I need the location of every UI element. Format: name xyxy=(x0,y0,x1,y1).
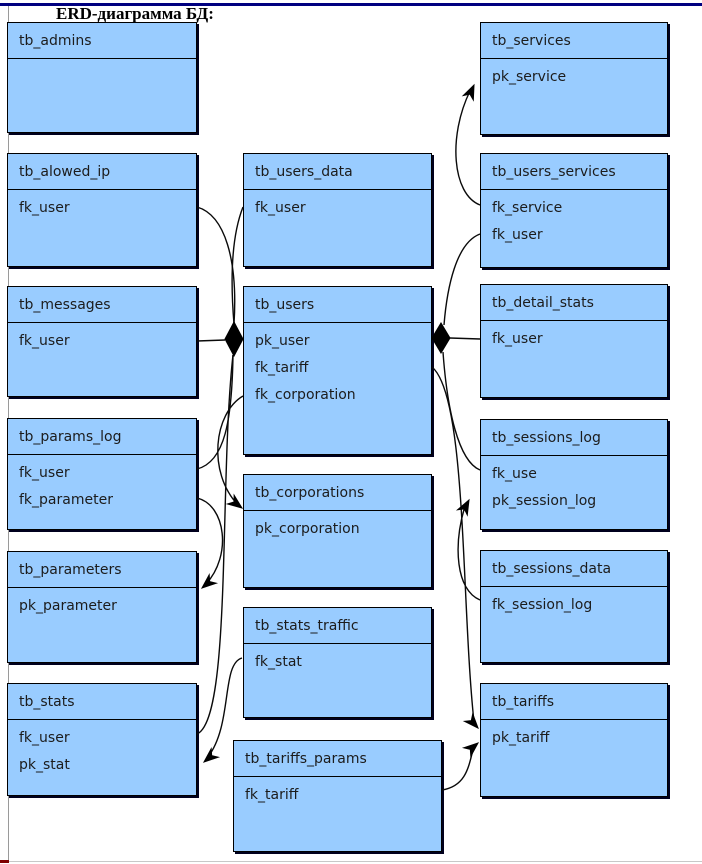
connector-stats-user xyxy=(196,354,234,735)
connector-service xyxy=(455,90,481,206)
arrowhead-pk-session-log xyxy=(455,498,470,517)
field: fk_user xyxy=(19,730,70,746)
table-title: tb_sessions_data xyxy=(481,551,667,587)
table-title: tb_admins xyxy=(8,23,196,59)
table-tb-users[interactable]: tb_users pk_user fk_tariff fk_corporatio… xyxy=(243,286,432,455)
field: fk_user xyxy=(19,200,70,216)
table-tb-sessions-data[interactable]: tb_sessions_data fk_session_log xyxy=(480,550,668,663)
table-tb-corporations[interactable]: tb_corporations pk_corporation xyxy=(243,474,432,588)
table-title: tb_tariffs xyxy=(481,684,667,720)
connector-params-log-user xyxy=(196,354,234,470)
connector-users-services-user xyxy=(443,233,481,326)
field: fk_tariff xyxy=(255,360,309,376)
field: fk_parameter xyxy=(19,492,113,508)
connector-session-log xyxy=(457,505,481,601)
table-title: tb_users_data xyxy=(244,154,431,190)
table-title: tb_detail_stats xyxy=(481,285,667,321)
table-tb-tariffs-params[interactable]: tb_tariffs_params fk_tariff xyxy=(233,740,442,852)
field: fk_session_log xyxy=(492,597,593,613)
arrowhead-pk-service xyxy=(461,83,475,102)
field: pk_stat xyxy=(19,757,70,773)
table-title: tb_stats_traffic xyxy=(244,608,431,644)
table-title: tb_params_log xyxy=(8,419,196,455)
table-tb-alowed-ip[interactable]: tb_alowed_ip fk_user xyxy=(7,153,197,267)
page-title: ERD-диаграмма БД: xyxy=(56,4,214,23)
connector-users-data-user xyxy=(231,206,244,325)
connector-users-tariff xyxy=(431,366,475,723)
table-tb-users-services[interactable]: tb_users_services fk_service fk_user xyxy=(480,153,668,268)
field: fk_use xyxy=(492,466,537,482)
arrowhead-pk-stat xyxy=(202,747,221,763)
table-tb-parameters[interactable]: tb_parameters pk_parameter xyxy=(7,551,197,663)
table-tb-admins[interactable]: tb_admins xyxy=(7,22,197,133)
field: fk_stat xyxy=(255,654,302,670)
arrowhead-pk-tariff-lower xyxy=(461,742,480,758)
field: fk_user xyxy=(255,200,306,216)
field: fk_service xyxy=(492,200,563,216)
table-tb-users-data[interactable]: tb_users_data fk_user xyxy=(243,153,432,267)
table-tb-sessions-log[interactable]: tb_sessions_log fk_use pk_session_log xyxy=(480,419,668,530)
bottom-margin-rule xyxy=(8,861,702,862)
table-tb-stats-traffic[interactable]: tb_stats_traffic fk_stat xyxy=(243,607,432,718)
table-title: tb_services xyxy=(481,23,667,59)
table-title: tb_users xyxy=(244,287,431,323)
field: pk_session_log xyxy=(492,493,597,509)
field: fk_user xyxy=(19,465,70,481)
table-tb-tariffs[interactable]: tb_tariffs pk_tariff xyxy=(480,683,668,797)
bottom-left-mark xyxy=(0,860,9,863)
arrowhead-pk-parameter xyxy=(200,573,219,589)
table-title: tb_parameters xyxy=(8,552,196,588)
table-title: tb_tariffs_params xyxy=(234,741,441,777)
field: pk_tariff xyxy=(492,730,550,746)
field: fk_user xyxy=(492,227,543,243)
table-title: tb_stats xyxy=(8,684,196,720)
field: pk_service xyxy=(492,69,567,85)
connector-tariffs-params-tariff xyxy=(441,745,475,791)
connector-sessions-log-user xyxy=(442,351,481,471)
table-tb-messages[interactable]: tb_messages fk_user xyxy=(7,286,197,397)
field: pk_user xyxy=(255,333,310,349)
field: fk_user xyxy=(19,333,70,349)
connector-parameter xyxy=(196,497,224,585)
diamond-left-terminal xyxy=(224,320,244,358)
table-title: tb_sessions_log xyxy=(481,420,667,456)
table-tb-params-log[interactable]: tb_params_log fk_user fk_parameter xyxy=(7,418,197,530)
field: fk_user xyxy=(492,331,543,347)
connector-alowed-ip-user xyxy=(196,206,236,325)
table-tb-services[interactable]: tb_services pk_service xyxy=(480,22,668,135)
field: fk_tariff xyxy=(245,787,299,803)
field: fk_corporation xyxy=(255,387,356,403)
field: pk_parameter xyxy=(19,598,117,614)
table-title: tb_users_services xyxy=(481,154,667,190)
connector-corporation xyxy=(217,395,244,506)
connector-detail-stats-user xyxy=(449,337,481,340)
table-title: tb_corporations xyxy=(244,475,431,511)
connector-messages-user xyxy=(196,339,226,342)
diamond-right-terminal xyxy=(431,322,451,354)
table-tb-stats[interactable]: tb_stats fk_user pk_stat xyxy=(7,683,197,796)
top-rule xyxy=(0,3,702,6)
field: pk_corporation xyxy=(255,521,360,537)
table-title: tb_alowed_ip xyxy=(8,154,196,190)
table-title: tb_messages xyxy=(8,287,196,323)
table-tb-detail-stats[interactable]: tb_detail_stats fk_user xyxy=(480,284,668,398)
